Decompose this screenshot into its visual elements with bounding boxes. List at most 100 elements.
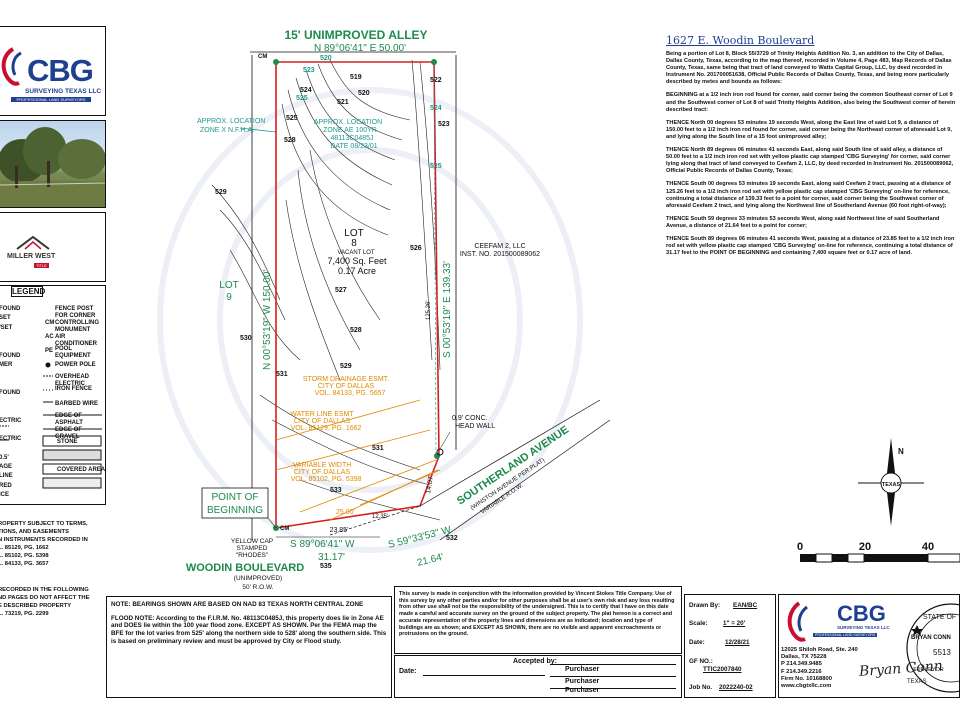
esmt-line: VOL. 84133, PG. 5657 <box>315 390 386 397</box>
job-value: 2022240-02 <box>719 684 753 691</box>
esmt-line: CITY OF DALLAS <box>318 383 375 390</box>
variable-width-esmt: VARIABLE WIDTH CITY OF DALLAS VOL. 85102… <box>291 462 362 483</box>
legend-left-item: 0.5' <box>0 454 9 461</box>
pob-label: POINT OF <box>211 492 258 503</box>
property-photo <box>0 120 106 208</box>
address-line: Firm No. 10168800 <box>781 675 832 682</box>
flood-zone-ae-line: ZONE AE 100YR <box>323 127 377 134</box>
contour-label: 527 <box>335 287 347 294</box>
legend-title: LEGEND <box>11 286 46 297</box>
description-paragraph: Being a portion of Lot 8, Block 55/3729 … <box>666 51 952 86</box>
legal-description: 1627 E. Woodin Boulevard Being a portion… <box>666 34 956 263</box>
cm-label-north: CM <box>258 54 267 60</box>
millerwest-logo-mark <box>16 235 50 250</box>
ceefam-label: INST. NO. 201500089062 <box>460 251 540 258</box>
woodin-sub: (UNIMPROVED) <box>234 575 282 582</box>
contour-label: 525 <box>296 95 308 102</box>
note-line: L. 85102, PG. 5398 <box>0 553 49 559</box>
sidebar-notes-1: ROPERTY SUBJECT TO TERMS, TIONS, AND EAS… <box>0 520 106 568</box>
easement-lines <box>275 399 441 521</box>
scale-value: 1" = 20' <box>723 620 746 627</box>
address-line: P 214.349.9485 <box>781 661 822 668</box>
seal-text: BRYAN CONN <box>911 635 951 641</box>
scale-label: 40 <box>922 541 934 553</box>
legend-right-item: POOL EQUIPMENT <box>55 346 91 359</box>
date-label: Date: <box>399 668 417 675</box>
acceptance-box: Accepted by: Date: Purchaser Purchaser P… <box>394 655 682 698</box>
north-arrow-icon <box>886 438 896 482</box>
dim-23: 23.85' <box>330 527 349 534</box>
scale-bar: 0 20 40 <box>797 541 960 563</box>
lot-8-text: LOT <box>344 228 363 239</box>
logo-sub: SURVEYING TEXAS LLC <box>25 88 102 95</box>
scale-label: 0 <box>797 541 803 553</box>
note-line: E DESCRIBED PROPERTY <box>0 603 72 609</box>
esmt-line: VOL. 85102, PG. 5398 <box>291 476 362 483</box>
millerwest-name: MILLER WEST <box>7 253 56 260</box>
drawn-by-label: Drawn By: <box>689 602 721 609</box>
property-address: 1627 E. Woodin Boulevard <box>666 34 815 47</box>
footer-logo-sub: SURVEYING TEXAS LLC <box>837 625 890 630</box>
contour-label: 523 <box>303 67 315 74</box>
contour-label: 529 <box>215 189 227 196</box>
esmt-line: STORM DRAINAGE ESMT. <box>303 376 389 383</box>
note-line: L. 85129, PG. 1662 <box>0 545 49 551</box>
logo-panel: CBG SURVEYING TEXAS LLC PROFESSIONAL LAN… <box>0 26 106 116</box>
note-line: TIONS, AND EASEMENTS <box>0 529 69 535</box>
contour-label: 529 <box>340 363 352 370</box>
contour-label: 522 <box>430 77 442 84</box>
sidebar-notes-2: RECORDED IN THE FOLLOWING ND PAGES DO NO… <box>0 586 106 618</box>
esmt-line: VOL. 85129, PG. 1662 <box>291 425 362 432</box>
power-pole-icon <box>45 362 51 368</box>
description-paragraph: THENCE South 59 degrees 33 minutes 53 se… <box>666 215 940 229</box>
cm-label-south: CM <box>280 526 289 532</box>
address-line: www.cbgtxllc.com <box>781 683 832 690</box>
title-block: Drawn By: EAN/BC Scale: 1" = 20' Date: 1… <box>684 594 776 698</box>
esmt-line: CITY OF DALLAS <box>294 469 351 476</box>
seal-text: 5513 <box>933 648 951 657</box>
note-line: N INSTRUMENTS RECORDED IN <box>0 537 88 543</box>
contour-label: 528 <box>284 137 296 144</box>
contour-label: 520 <box>320 55 332 62</box>
lot-8-text: 8 <box>351 238 357 249</box>
contour-label: 528 <box>350 327 362 334</box>
ceefam-label: CEEFAM 2, LLC <box>474 243 525 250</box>
description-paragraph: THENCE South 00 degrees 53 minutes 19 se… <box>666 181 951 209</box>
dim-125: 125.26' <box>426 301 432 321</box>
legend-left-item: RED <box>0 482 12 489</box>
note-line: ROPERTY SUBJECT TO TERMS, <box>0 521 88 527</box>
north-arrow-badge: TEXAS <box>882 482 901 488</box>
seal-star-icon <box>911 625 923 636</box>
certification-box: This survey is made in conjunction with … <box>394 586 682 654</box>
footer-logo-brand: CBG <box>837 601 886 626</box>
legend-left-item: ECTRIC <box>0 417 22 424</box>
lot-8-text: 0.17 Acre <box>338 266 376 276</box>
job-label: Job No. <box>689 684 713 691</box>
contour-label: 533 <box>330 487 342 494</box>
legend-right-item: CONTROLLING MONUMENT <box>55 320 99 333</box>
yellow-cap: YELLOW CAP <box>231 538 273 545</box>
alley-title: 15' UNIMPROVED ALLEY <box>284 28 427 42</box>
north-call: N 89°06'41" E 50.00' <box>314 43 406 54</box>
lot-9-label: LOT <box>219 280 238 291</box>
legend-right-item: FENCE POST FOR CORNER <box>55 306 96 319</box>
seal-text: SURVEYOR <box>913 667 944 673</box>
description-paragraph: THENCE North 00 degrees 53 minutes 19 se… <box>666 119 952 140</box>
watermark <box>157 87 583 553</box>
legend-code-cm: CM <box>45 320 55 326</box>
flood-line <box>433 61 437 457</box>
notes-box: NOTE: BEARINGS SHOWN ARE BASED ON NAD 83… <box>106 596 392 698</box>
southeast-dist: 21.64' <box>416 552 445 569</box>
flood-zone-ae-line: DATE 08/23/01 <box>330 143 377 150</box>
accepted-by-label: Accepted by: <box>513 658 557 665</box>
cbg-logo-mark <box>1 47 22 86</box>
storm-drainage-esmt: STORM DRAINAGE ESMT. CITY OF DALLAS VOL.… <box>303 376 389 397</box>
legend-code-pe: PE <box>45 348 54 354</box>
flood-zone-x: APPROX. LOCATION <box>197 118 265 125</box>
legend-right-item: OVERHEAD ELECTRIC <box>55 374 90 387</box>
company-block: CBG SURVEYING TEXAS LLC PROFESSIONAL LAN… <box>778 594 960 698</box>
esmt-line: CITY OF DALLAS <box>294 418 351 425</box>
contour-label: 524 <box>300 87 312 94</box>
seal-text: TEXAS <box>907 679 927 685</box>
